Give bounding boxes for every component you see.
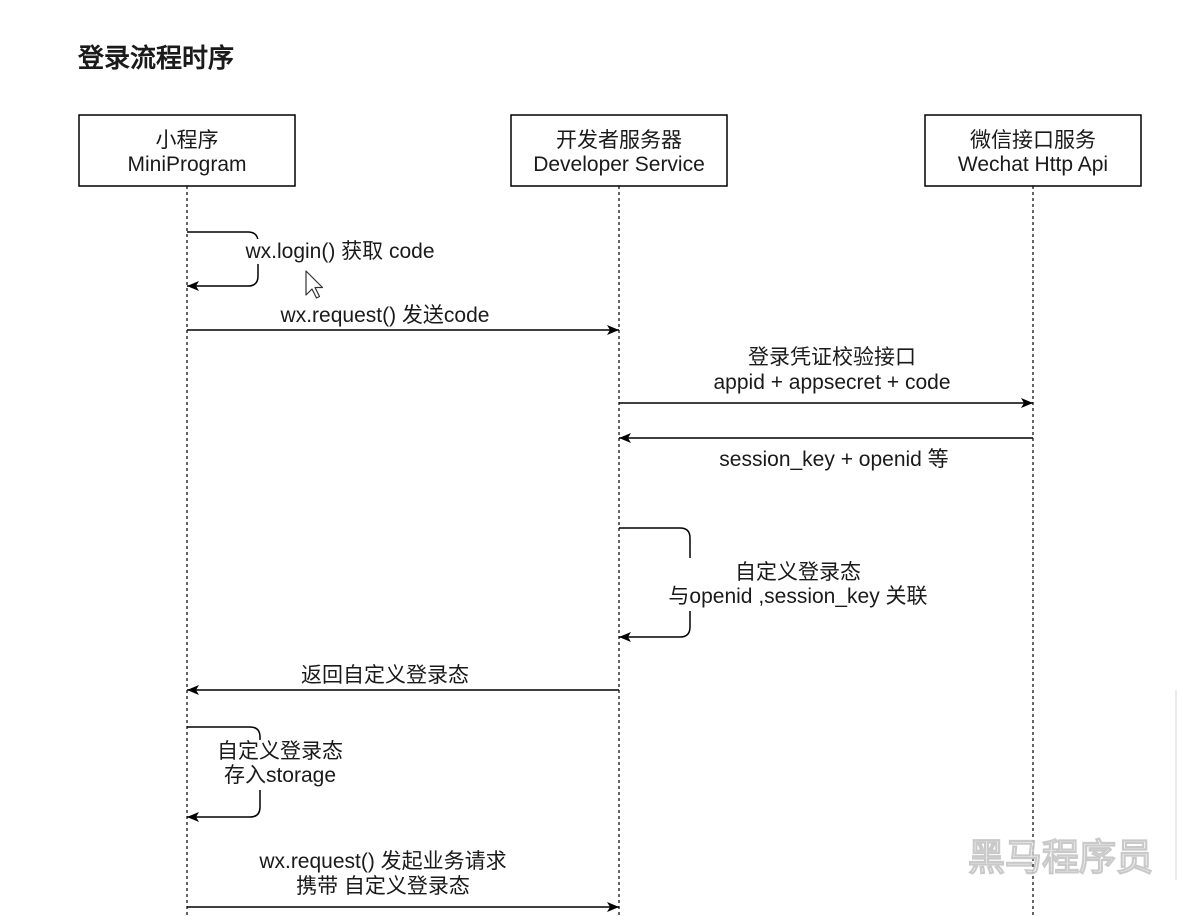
participant-label: 小程序 (156, 129, 219, 152)
message-return-login-state: 返回自定义登录态 (187, 664, 619, 695)
message-label-line-1: 返回自定义登录态 (301, 664, 469, 687)
message-label-line-1: 自定义登录态 (217, 740, 343, 763)
message-custom-login-state-self: 自定义登录态 与openid ,session_key 关联 (619, 527, 934, 642)
message-wx-login-self: wx.login() 获取 code (187, 231, 441, 291)
participant-sublabel: Developer Service (533, 153, 705, 176)
message-label-line-2: 存入storage (224, 764, 336, 787)
message-store-login-state-self: 自定义登录态 存入storage (187, 726, 356, 822)
message-label-line-1: 自定义登录态 (735, 561, 861, 584)
message-label-line-2: 与openid ,session_key 关联 (668, 585, 927, 608)
message-label-line-2: appid + appsecret + code (713, 371, 950, 394)
message-wx-request-send-code: wx.request() 发送code (187, 304, 619, 335)
message-label-line-1: session_key + openid 等 (719, 448, 948, 471)
message-business-request: wx.request() 发起业务请求 携带 自定义登录态 (187, 850, 619, 912)
label-background (664, 558, 934, 611)
message-label-line-1: wx.request() 发送code (280, 304, 490, 327)
participant-label: 微信接口服务 (970, 129, 1096, 152)
participant-box (924, 114, 1142, 187)
message-session-key-response: session_key + openid 等 (619, 433, 1033, 471)
lifelines (186, 186, 1034, 916)
message-label-line-1: wx.login() 获取 code (244, 240, 434, 263)
participant-wechat-http-api: 微信接口服务 Wechat Http Api (924, 114, 1142, 187)
page-title: 登录流程时序 (77, 43, 234, 73)
participant-developer-service: 开发者服务器 Developer Service (510, 114, 728, 187)
participant-box (78, 114, 296, 187)
message-label-line-1: wx.request() 发起业务请求 (258, 850, 506, 873)
participant-sublabel: MiniProgram (127, 153, 246, 176)
label-background (206, 740, 356, 790)
message-label-line-1: 登录凭证校验接口 (748, 346, 916, 369)
participant-label: 开发者服务器 (556, 129, 682, 152)
message-credential-verification: 登录凭证校验接口 appid + appsecret + code (619, 346, 1033, 408)
participant-sublabel: Wechat Http Api (958, 153, 1108, 176)
participant-miniprogram: 小程序 MiniProgram (78, 114, 296, 187)
mouse-pointer-icon (305, 270, 324, 299)
message-label-line-2: 携带 自定义登录态 (296, 875, 470, 898)
label-background (241, 239, 441, 264)
watermark-logo: 黑马程序员 (968, 837, 1153, 878)
participant-box (510, 114, 728, 187)
